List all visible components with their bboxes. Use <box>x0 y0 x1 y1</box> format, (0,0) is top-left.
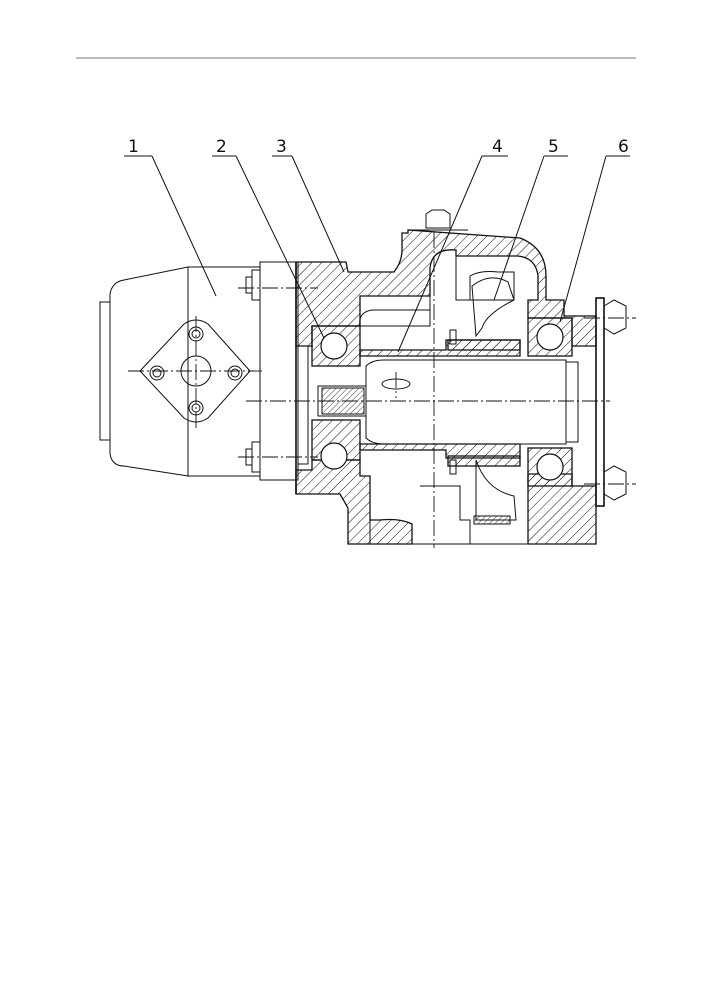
part-4-shaft <box>246 339 610 459</box>
callout-6: 6 <box>559 137 630 323</box>
part-1-motor-housing <box>99 261 318 481</box>
part-6-right-bearing <box>408 209 636 507</box>
callout-5-label: 5 <box>548 137 559 157</box>
callout-4-label: 4 <box>492 137 503 157</box>
part-2-left-bearing <box>295 262 367 494</box>
callout-6-label: 6 <box>618 137 629 157</box>
callout-2: 2 <box>212 137 325 339</box>
callout-5: 5 <box>493 137 568 301</box>
callout-3: 3 <box>272 137 345 273</box>
part-5-gear <box>433 232 521 548</box>
callout-1-label: 1 <box>128 137 139 157</box>
callout-3-label: 3 <box>276 137 287 157</box>
callout-4: 4 <box>397 137 508 353</box>
callout-1: 1 <box>124 137 217 297</box>
callout-2-label: 2 <box>216 137 227 157</box>
part-3-gear-housing <box>295 229 597 545</box>
